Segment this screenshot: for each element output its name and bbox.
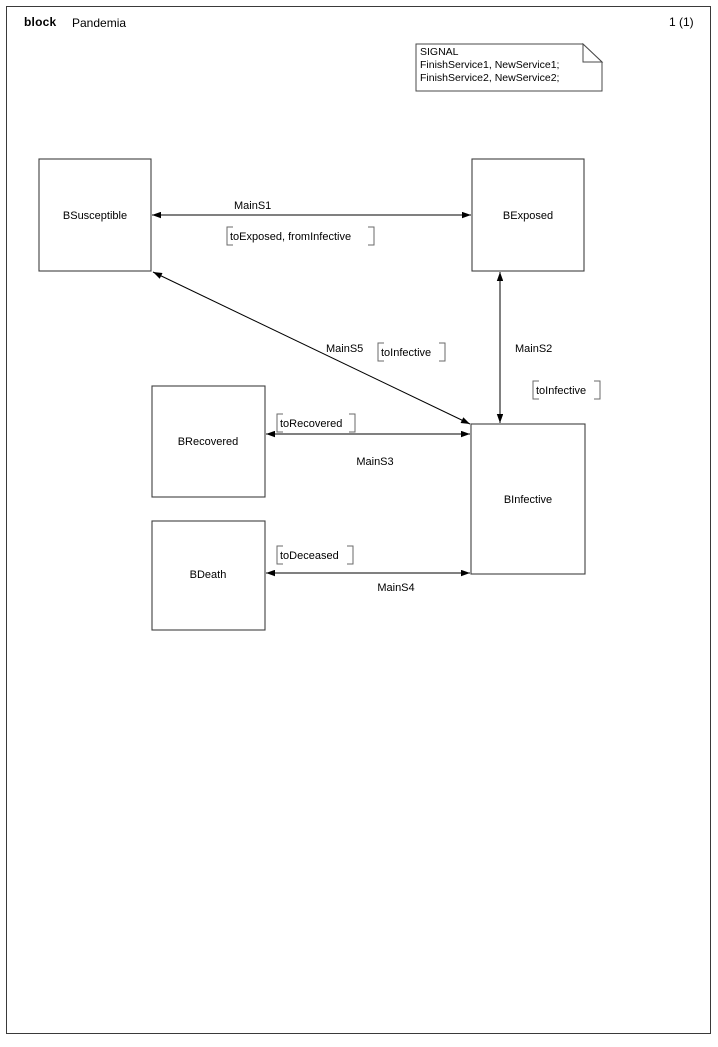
channel-label-mains5: MainS5	[326, 343, 363, 355]
signal-list-text-mains3: toRecovered	[280, 418, 342, 430]
page-title: Pandemia	[72, 16, 127, 30]
block-label-bexposed: BExposed	[503, 210, 553, 222]
page-number: 1 (1)	[669, 15, 694, 29]
signal-list-text-mains4: toDeceased	[280, 550, 339, 562]
channel-label-mains2: MainS2	[515, 343, 552, 355]
block-label-bdeath: BDeath	[190, 569, 227, 581]
block-label-bsusceptible: BSusceptible	[63, 210, 127, 222]
block-label-binfective: BInfective	[504, 494, 552, 506]
channel-label-mains3: MainS3	[356, 456, 393, 468]
note-line-0: SIGNAL	[420, 46, 459, 58]
block-label-brecovered: BRecovered	[178, 436, 239, 448]
note-line-1: FinishService1, NewService1;	[420, 59, 559, 71]
signal-list-text-mains2: toInfective	[536, 385, 586, 397]
signal-list-text-mains5: toInfective	[381, 347, 431, 359]
note-line-2: FinishService2, NewService2;	[420, 72, 559, 84]
channel-label-mains1: MainS1	[234, 200, 271, 212]
page-title-kind: block	[24, 15, 57, 29]
signal-list-text-mains1: toExposed, fromInfective	[230, 231, 351, 243]
page-frame	[6, 6, 711, 1034]
channel-label-mains4: MainS4	[377, 582, 414, 594]
